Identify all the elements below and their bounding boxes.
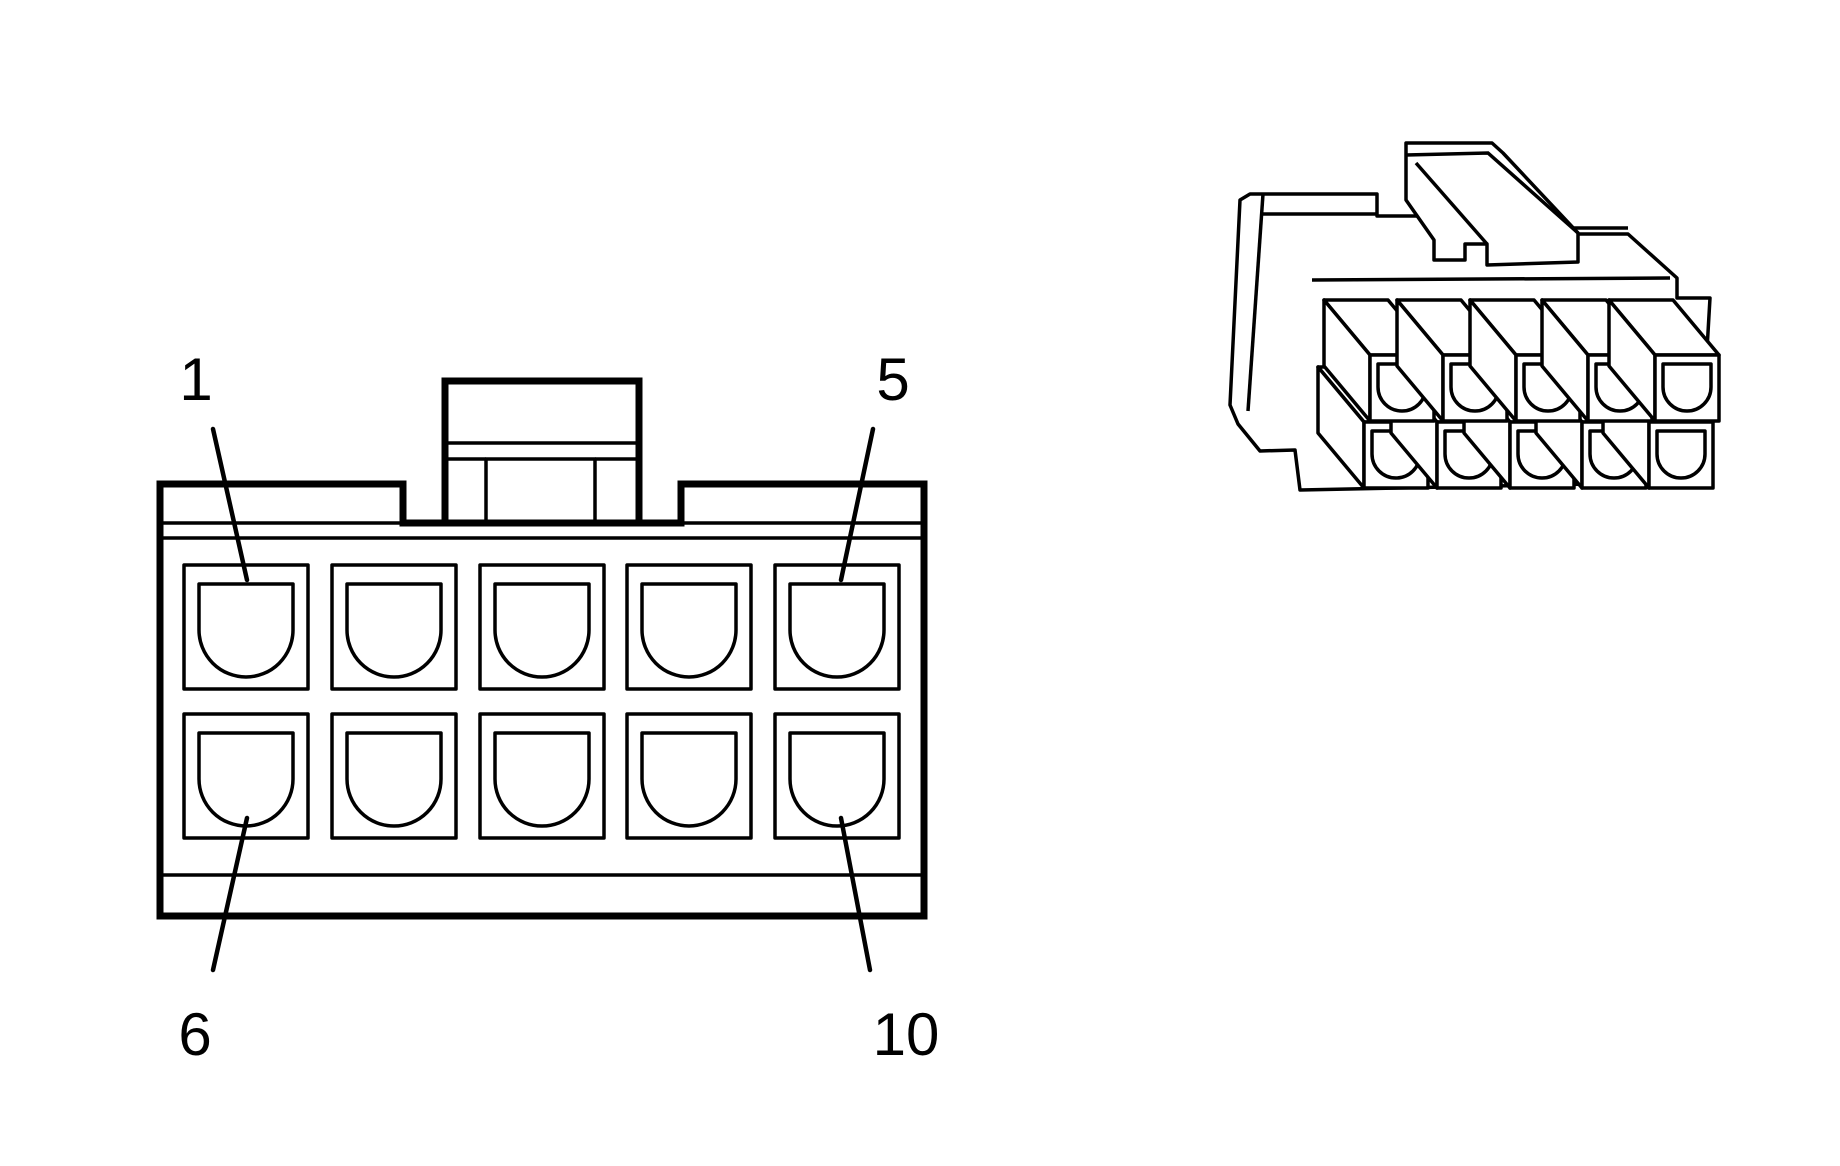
pin-cavity-9 bbox=[625, 712, 753, 840]
pin-cavity-10 bbox=[773, 712, 901, 840]
leader-line-pin-5 bbox=[838, 426, 876, 583]
leader-line-pin-10 bbox=[838, 815, 873, 973]
pin-cavity-4 bbox=[625, 563, 753, 691]
pin-label-6: 6 bbox=[178, 1001, 211, 1068]
connector-isometric-view bbox=[1228, 141, 1721, 492]
pin-cavity-6 bbox=[182, 712, 310, 840]
iso-pin-cavity-5 bbox=[1607, 298, 1721, 423]
pin-cavity-2 bbox=[330, 563, 458, 691]
leader-line-pin-6 bbox=[210, 815, 250, 973]
pin-cavity-1 bbox=[182, 563, 310, 691]
leader-line-pin-1 bbox=[210, 426, 250, 583]
connector-face-view: 1 5 6 10 bbox=[156, 346, 940, 1068]
pin-cavity-3 bbox=[478, 563, 606, 691]
pin-cavity-8 bbox=[478, 712, 606, 840]
pin-cavity-7 bbox=[330, 712, 458, 840]
connector-body bbox=[156, 480, 928, 920]
pin-cavity-grid bbox=[182, 563, 901, 840]
isometric-pin-cavity-grid bbox=[1316, 298, 1721, 490]
pin-label-1: 1 bbox=[179, 346, 212, 413]
pin-label-10: 10 bbox=[873, 1001, 940, 1068]
pin-cavity-5 bbox=[773, 563, 901, 691]
pin-label-5: 5 bbox=[876, 346, 909, 413]
